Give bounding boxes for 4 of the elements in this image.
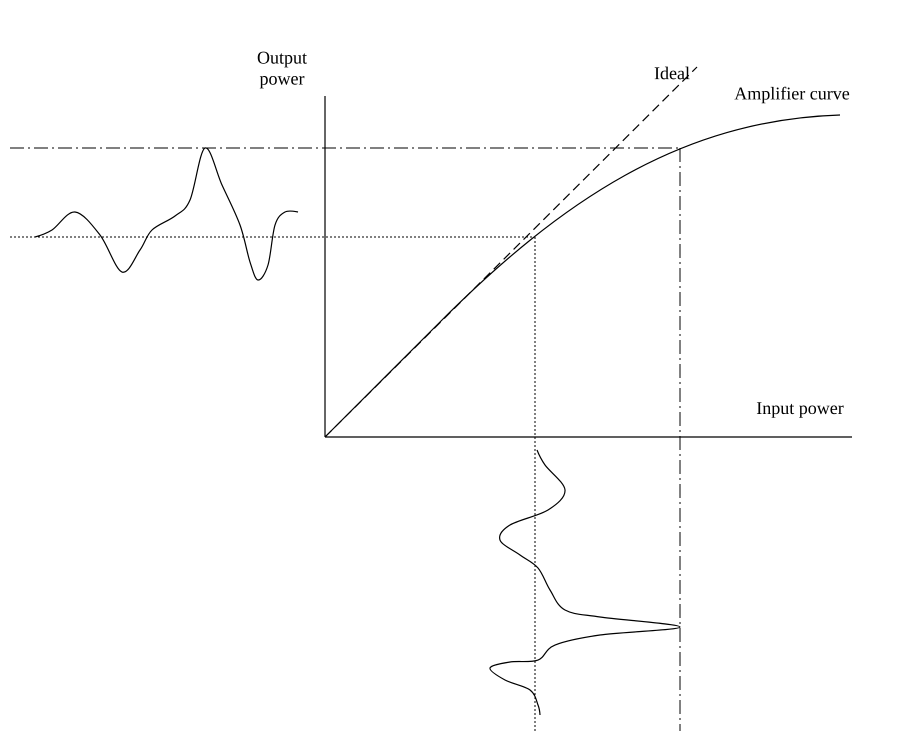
axis-label: Input power — [756, 402, 844, 418]
curve-label: Amplifier curve — [734, 86, 850, 104]
axis-label: Output power — [258, 52, 307, 88]
line-label: Ideal — [654, 66, 690, 80]
